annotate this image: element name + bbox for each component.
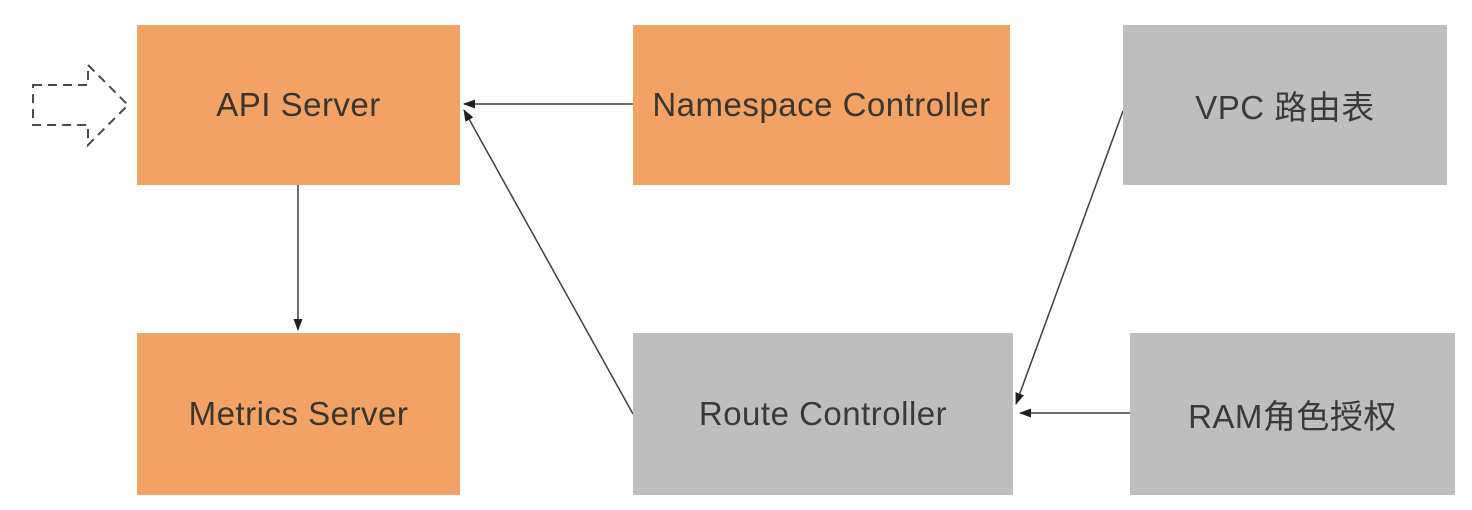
edge-vpc-route-table-to-route-controller bbox=[1015, 110, 1124, 405]
node-vpc-route-table-label: VPC 路由表 bbox=[1195, 89, 1375, 126]
node-api-server: API Server bbox=[137, 25, 460, 185]
node-metrics-server-label: Metrics Server bbox=[188, 395, 409, 432]
node-vpc-route-table: VPC 路由表 bbox=[1123, 25, 1447, 185]
node-ram-role-auth: RAM角色授权 bbox=[1130, 333, 1455, 495]
dashed-entry-arrow-icon bbox=[32, 62, 130, 148]
node-ram-role-auth-label: RAM角色授权 bbox=[1188, 398, 1397, 435]
node-route-controller-label: Route Controller bbox=[698, 395, 948, 432]
edge-route-controller-to-api-server bbox=[463, 109, 634, 415]
node-namespace-controller-label: Namespace Controller bbox=[652, 86, 991, 123]
node-metrics-server: Metrics Server bbox=[137, 333, 460, 495]
node-route-controller: Route Controller bbox=[633, 333, 1013, 495]
node-namespace-controller: Namespace Controller bbox=[633, 25, 1010, 185]
node-api-server-label: API Server bbox=[216, 86, 381, 123]
